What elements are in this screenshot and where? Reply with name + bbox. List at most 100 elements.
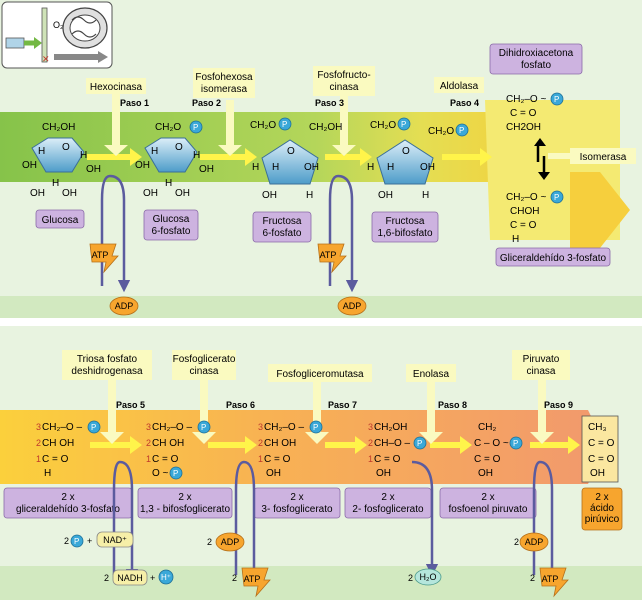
svg-text:C – O ~: C – O ~: [474, 438, 509, 449]
pep-bottom-structure: CH₂ C – O ~ P C = O OH: [474, 422, 523, 479]
coef-atp-1: 2: [232, 573, 237, 583]
svg-text:CH₂O: CH₂O: [155, 122, 181, 133]
svg-text:H: H: [38, 146, 45, 157]
svg-text:C = O: C = O: [474, 454, 501, 465]
svg-text:H: H: [44, 468, 51, 479]
g3p-bottom-structure: 3 CH₂–O – P 2 CH OH 1 C = O H: [36, 420, 101, 479]
adp-top-2: ADP: [343, 301, 362, 311]
label-glucosa: Glucosa: [42, 215, 79, 226]
label-gliceraldehido-3-fosfato: Gliceraldehído 3-fosfato: [500, 253, 607, 264]
svg-text:2: 2: [36, 438, 41, 448]
svg-text:O: O: [62, 142, 70, 153]
svg-text:CH₂O: CH₂O: [250, 120, 276, 131]
svg-text:2: 2: [146, 438, 151, 448]
svg-text:CH₂–O ~: CH₂–O ~: [506, 192, 546, 203]
svg-text:H: H: [252, 162, 259, 173]
svg-text:CH₂: CH₂: [478, 422, 496, 433]
atp-top-1: ATP: [92, 250, 109, 260]
plus-1: +: [87, 536, 92, 546]
coef-nadh: 2: [104, 573, 109, 583]
svg-text:CH₂O: CH₂O: [428, 126, 454, 137]
svg-text:O ~: O ~: [152, 468, 169, 479]
svg-text:OH: OH: [262, 190, 277, 201]
phosphate-icon: P: [74, 537, 79, 546]
step-6: Paso 6: [226, 400, 255, 410]
svg-text:C = O: C = O: [510, 220, 537, 231]
step-labels-bottom: Paso 5 Paso 6 Paso 7 Paso 8 Paso 9: [116, 400, 573, 410]
svg-text:C = O: C = O: [510, 108, 537, 119]
svg-text:3: 3: [146, 422, 151, 432]
step-2: Paso 2: [192, 98, 221, 108]
step-4: Paso 4: [450, 98, 479, 108]
svg-text:OH: OH: [304, 162, 319, 173]
atp-bottom-2: ATP: [542, 574, 559, 584]
step-7: Paso 7: [328, 400, 357, 410]
top-band-arrow: [570, 172, 630, 248]
svg-text:P: P: [417, 439, 422, 448]
svg-text:OH: OH: [175, 188, 190, 199]
svg-text:H: H: [52, 178, 59, 189]
svg-text:H: H: [151, 146, 158, 157]
svg-text:OH: OH: [378, 190, 393, 201]
svg-text:OH: OH: [590, 468, 605, 479]
svg-text:3: 3: [258, 422, 263, 432]
enzyme-fosfogliceromutasa: Fosfogliceromutasa: [276, 369, 364, 380]
step-3: Paso 3: [315, 98, 344, 108]
svg-text:P: P: [513, 439, 518, 448]
svg-text:CH₂OH: CH₂OH: [42, 122, 75, 133]
svg-text:H: H: [80, 150, 87, 161]
nadh: NADH: [117, 573, 143, 583]
coef-atp-2: 2: [530, 573, 535, 583]
oxygen-label: O₂: [53, 20, 64, 30]
nad: NAD⁺: [103, 535, 127, 545]
svg-text:OH: OH: [22, 160, 37, 171]
enzyme-aldolasa: Aldolasa: [440, 81, 479, 92]
svg-text:O: O: [175, 142, 183, 153]
svg-text:C = O: C = O: [588, 454, 615, 465]
svg-text:H: H: [306, 190, 313, 201]
fructose-6-phosphate-structure: CH₂O P CH₂OH O H H OH OH H: [250, 117, 342, 201]
svg-text:CH2OH: CH2OH: [506, 122, 541, 133]
svg-text:H: H: [422, 190, 429, 201]
svg-text:1: 1: [368, 454, 373, 464]
svg-text:P: P: [554, 193, 559, 202]
top-floor: [0, 296, 642, 318]
svg-text:CH OH: CH OH: [42, 438, 74, 449]
svg-text:P: P: [313, 423, 318, 432]
svg-text:P: P: [459, 126, 464, 135]
svg-text:OH: OH: [30, 188, 45, 199]
cell-inset: O₂ ✕: [1, 1, 113, 69]
svg-text:1: 1: [258, 454, 263, 464]
svg-text:C = O: C = O: [152, 454, 179, 465]
svg-text:H: H: [387, 162, 394, 173]
svg-text:H: H: [512, 234, 519, 245]
adp-bottom-2: ADP: [525, 537, 544, 547]
step-1: Paso 1: [120, 98, 149, 108]
svg-text:CHOH: CHOH: [510, 206, 539, 217]
svg-text:OH: OH: [376, 468, 391, 479]
svg-text:P: P: [91, 423, 96, 432]
bpg-bottom-structure: 3 CH₂–O – P 2 CH OH 1 C = O O ~ P: [146, 420, 211, 480]
proton: H⁺: [161, 573, 171, 582]
svg-text:O: O: [287, 146, 295, 157]
cofactor-arrows-bottom: [112, 460, 559, 582]
svg-text:H: H: [165, 178, 172, 189]
svg-text:CH–O –: CH–O –: [374, 438, 411, 449]
svg-text:P: P: [201, 423, 206, 432]
coef-adp-1: 2: [207, 537, 212, 547]
svg-text:C = O: C = O: [42, 454, 69, 465]
svg-text:OH: OH: [135, 160, 150, 171]
cofactors-bottom: 2 P + NAD⁺ 2 NADH + H⁺ 2 ADP 2 ATP 2 H₂O…: [64, 531, 569, 598]
